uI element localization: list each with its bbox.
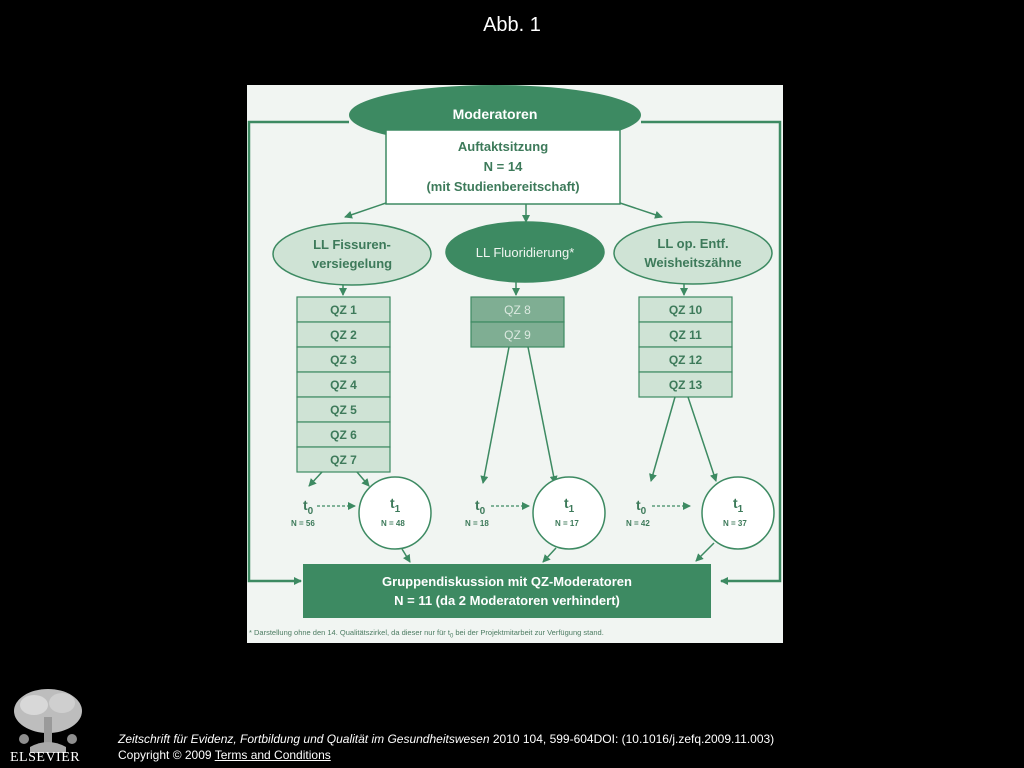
flowchart-figure: Moderatoren Auftaktsitzung N = 14 (mit S…	[247, 85, 783, 643]
t1-label: t1	[564, 495, 575, 515]
ellipse-weisheitszaehne	[613, 221, 773, 285]
t0-n: N = 42	[626, 519, 650, 528]
t1-label: t1	[390, 495, 401, 515]
copyright-text: Copyright © 2009	[118, 748, 215, 762]
t1-n: N = 48	[381, 519, 405, 528]
t0-label: t0	[303, 497, 314, 517]
feedback-line-left	[247, 120, 349, 585]
terms-link[interactable]: Terms and Conditions	[214, 748, 331, 762]
t0-label: t0	[475, 497, 486, 517]
copyright: Copyright © 2009 Terms and Conditions	[118, 748, 331, 762]
slide-title: Abb. 1	[483, 14, 541, 36]
ellipse-fissuren	[272, 222, 432, 286]
qz-column-2	[470, 296, 565, 348]
figure-footnote: * Darstellung ohne den 14. Qualitätszirk…	[249, 628, 604, 640]
kickoff-box	[385, 129, 621, 205]
feedback-line-right	[641, 120, 782, 585]
journal-name: Zeitschrift für Evidenz, Fortbildung und…	[118, 732, 490, 746]
gruppendiskussion-box	[303, 564, 711, 618]
arrow-kickoff-left	[344, 202, 387, 219]
t0-label: t0	[636, 497, 647, 517]
t1-label: t1	[733, 495, 744, 515]
qz-column-1	[296, 296, 391, 473]
elsevier-tree-logo	[10, 687, 86, 757]
citation-details: 2010 104, 599-604DOI: (10.1016/j.zefq.20…	[489, 732, 775, 746]
t1-n: N = 37	[723, 519, 747, 528]
flowchart-graphics	[247, 85, 782, 618]
t0-n: N = 56	[291, 519, 315, 528]
arrow-kickoff-right	[619, 202, 663, 219]
t1-circle-3	[701, 476, 775, 550]
qz-column-3	[638, 296, 733, 398]
t1-n: N = 17	[555, 519, 579, 528]
t1-circle-1	[358, 476, 432, 550]
t0-n: N = 18	[465, 519, 489, 528]
t1-circle-2	[532, 476, 606, 550]
ellipse-fluoridierung	[445, 221, 605, 283]
citation: Zeitschrift für Evidenz, Fortbildung und…	[118, 732, 774, 746]
elsevier-wordmark: ELSEVIER	[10, 750, 81, 765]
